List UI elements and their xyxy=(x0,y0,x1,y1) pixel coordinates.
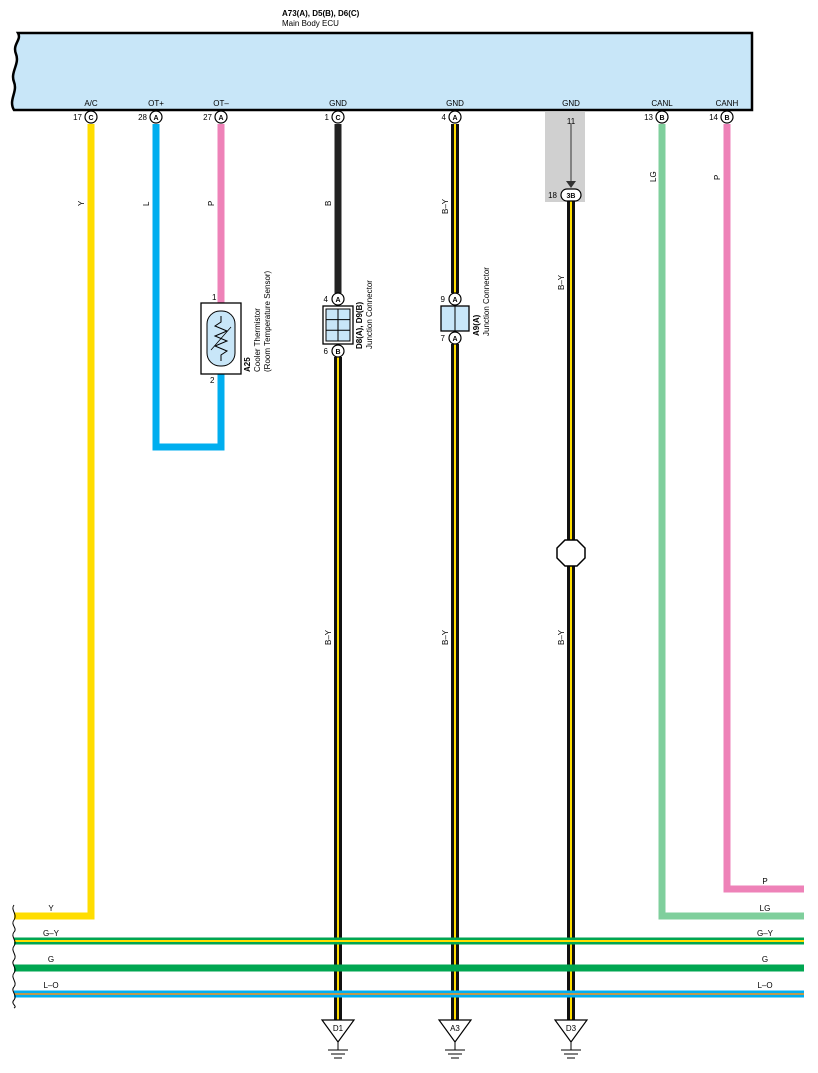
pin-ac-conn: C xyxy=(88,115,93,122)
junction2-bottom-pin-number: 7 xyxy=(441,334,446,343)
bus-right-label-g: G xyxy=(762,955,768,964)
ground-d3-label: D3 xyxy=(566,1024,577,1033)
bus-left-label-g: G xyxy=(48,955,54,964)
wire-canh xyxy=(723,124,804,893)
junction2-top-pin-number: 9 xyxy=(441,295,446,304)
pin-gnd2-number: 4 xyxy=(442,113,447,122)
pin-canh-number: 14 xyxy=(709,113,718,122)
ground-d1: D1 xyxy=(320,1019,356,1059)
wire-code-labels: Y L P B B–Y B–Y B–Y B–Y B–Y LG P xyxy=(77,171,722,645)
junction1-bottom-pin-number: 6 xyxy=(324,347,329,356)
pin-gnd1-number: 1 xyxy=(325,113,330,122)
bus-lines xyxy=(14,937,804,998)
junction2-bottom-pin xyxy=(448,331,462,345)
bus-left-label-lo: L–O xyxy=(43,981,58,990)
junction1-bottom-conn: B xyxy=(335,349,340,356)
junction2-name: Junction Connector xyxy=(482,267,491,336)
pin-gnd2-conn: A xyxy=(452,115,457,122)
junction1-top-conn: A xyxy=(335,297,340,304)
inline-connector-badge xyxy=(560,188,582,202)
pin-gnd3-number: 11 xyxy=(567,117,576,126)
junction1-top-pin xyxy=(331,292,345,306)
terminal-canh-label: CANH xyxy=(716,99,739,108)
junction1-id: D8(A), D9(B) xyxy=(355,302,364,349)
label-gnd3-upper: B–Y xyxy=(557,274,566,290)
sensor-id: A25 xyxy=(243,357,252,372)
ground-a3: A3 xyxy=(437,1019,473,1059)
terminal-otp-label: OT+ xyxy=(148,99,164,108)
label-gnd1: B xyxy=(324,201,333,206)
label-gnd2-lower: B–Y xyxy=(441,629,450,645)
junction2-bottom-conn: A xyxy=(452,336,457,343)
ground-triangle-icon xyxy=(553,1019,589,1044)
wire-canl xyxy=(658,124,804,920)
pin-canl-conn: B xyxy=(659,115,664,122)
thermistor-slash xyxy=(210,326,232,351)
splice-point xyxy=(556,539,586,567)
terminal-ac-label: A/C xyxy=(84,99,98,108)
pin-ac-number: 17 xyxy=(73,113,82,122)
sensor-pin-bottom: 2 xyxy=(210,376,215,385)
ground-triangle-icon xyxy=(320,1019,356,1044)
label-otp: L xyxy=(142,201,151,206)
bus-left-label-gy: G–Y xyxy=(43,929,60,938)
junction1-top-pin-number: 4 xyxy=(324,295,329,304)
pin-numbers: 17 28 27 1 4 11 13 14 xyxy=(73,113,718,126)
pin-markers xyxy=(84,110,734,124)
ground-a3-label: A3 xyxy=(450,1024,460,1033)
label-otm: P xyxy=(207,201,216,206)
wire-ac xyxy=(14,124,95,920)
sensor-pin-top: 1 xyxy=(212,293,217,302)
ground-triangle-icon xyxy=(437,1019,473,1044)
inline-connector-pin: 18 xyxy=(548,191,557,200)
junction2-top-pin xyxy=(448,292,462,306)
junction1-bottom-pin xyxy=(331,344,345,358)
terminal-canl-label: CANL xyxy=(651,99,673,108)
junction1-name: Junction Connector xyxy=(365,280,374,349)
wire-otp xyxy=(152,124,225,451)
ecu-title: A73(A), D5(B), D6(C) xyxy=(282,9,360,18)
pin-otp-number: 28 xyxy=(138,113,147,122)
ecu-terminal-labels: A/C OT+ OT– GND GND GND CANL CANH xyxy=(84,99,738,108)
bus-right-label-gy: G–Y xyxy=(757,929,774,938)
pin-gnd1-conn: C xyxy=(335,115,340,122)
pin-canl-number: 13 xyxy=(644,113,653,122)
inline-connector-code: 3B xyxy=(567,193,576,200)
terminal-gnd3-label: GND xyxy=(562,99,580,108)
ecu-subtitle: Main Body ECU xyxy=(282,19,339,28)
terminal-otm-label: OT– xyxy=(213,99,229,108)
pin-canh-conn: B xyxy=(724,115,729,122)
pin-otm-number: 27 xyxy=(203,113,212,122)
bus-break-marks xyxy=(12,904,16,1009)
pin-otp-conn: A xyxy=(153,115,158,122)
label-gnd3-lower: B–Y xyxy=(557,629,566,645)
terminal-gnd2-label: GND xyxy=(446,99,464,108)
bus-right-label-lo: L–O xyxy=(757,981,772,990)
ecu-box xyxy=(10,31,754,112)
bus-right-label-p: P xyxy=(762,877,767,886)
sensor-desc: (Room Temperature Sensor) xyxy=(263,270,272,372)
label-canl: LG xyxy=(649,171,658,182)
sensor-name: Cooler Thermistor xyxy=(253,308,262,372)
bus-left-label-y: Y xyxy=(48,904,54,913)
bus-labels: P Y LG G–Y G–Y G G L–O L–O xyxy=(43,877,774,990)
pin-otm-conn: A xyxy=(218,115,223,122)
bus-right-label-lg: LG xyxy=(760,904,771,913)
arrow-down-icon xyxy=(566,181,576,188)
label-ac: Y xyxy=(77,200,86,206)
ground-d3: D3 xyxy=(553,1019,589,1059)
junction2-top-conn: A xyxy=(452,297,457,304)
label-canh: P xyxy=(713,175,722,180)
terminal-gnd1-label: GND xyxy=(329,99,347,108)
label-gnd1-lower: B–Y xyxy=(324,629,333,645)
junction2-id: A9(A) xyxy=(472,314,481,336)
pin-connector-letters: C A A C A B B xyxy=(88,115,729,122)
shared-ground-box xyxy=(545,112,585,202)
ground-d1-label: D1 xyxy=(333,1024,344,1033)
label-gnd2-upper: B–Y xyxy=(441,198,450,214)
